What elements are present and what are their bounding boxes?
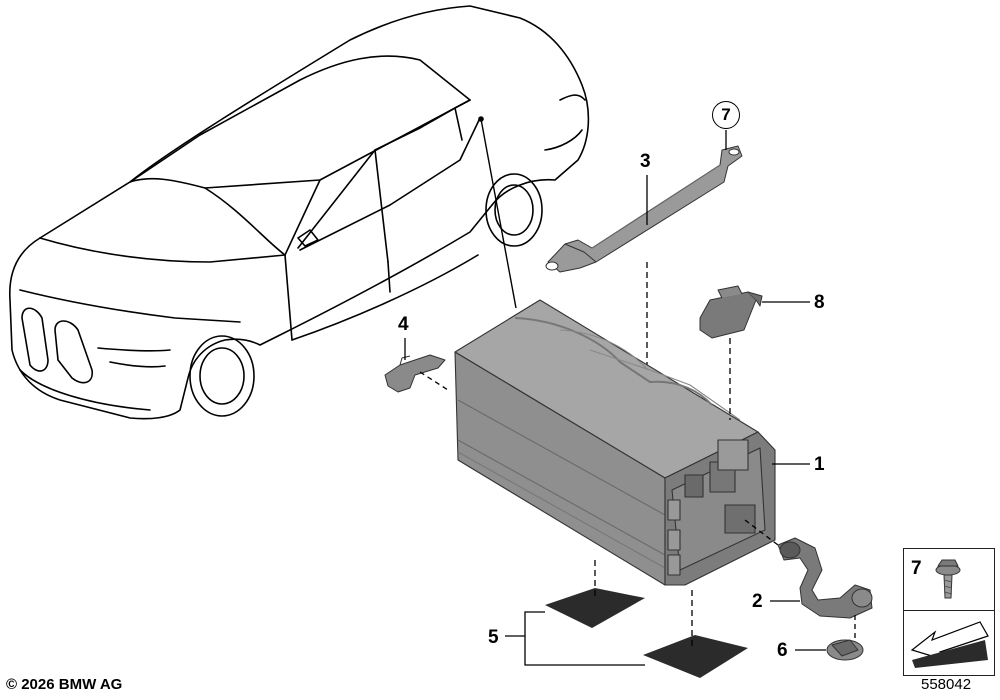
- callout-2: 2: [752, 591, 763, 612]
- callout-7: 7: [712, 101, 740, 129]
- hose-part: [777, 537, 873, 619]
- clip-part: [384, 354, 446, 393]
- diagram-number: 558042: [921, 676, 972, 693]
- mount-part: [826, 639, 864, 661]
- legend-box: [903, 548, 995, 676]
- pads: [545, 588, 748, 678]
- callout-8: 8: [814, 292, 825, 313]
- callout-1: 1: [814, 454, 825, 475]
- location-leader-line: [480, 118, 517, 309]
- strut-bracket: [545, 145, 743, 273]
- battery-unit: [454, 299, 776, 586]
- legend-divider: [903, 610, 995, 611]
- callout-5: 5: [488, 627, 499, 648]
- leader-4-dashed: [419, 371, 449, 391]
- copyright-text: © 2026 BMW AG: [6, 676, 123, 693]
- leader-5: [505, 611, 645, 666]
- callout-6: 6: [777, 640, 788, 661]
- sensor-part: [699, 285, 763, 339]
- legend-part-number: 7: [911, 558, 922, 579]
- vehicle-outline: [9, 5, 590, 420]
- arrow-symbol-icon: [910, 621, 989, 668]
- callout-4: 4: [398, 314, 409, 335]
- leader-2-dashed: [744, 519, 779, 546]
- callout-3: 3: [640, 151, 651, 172]
- bolt-icon: [935, 559, 961, 599]
